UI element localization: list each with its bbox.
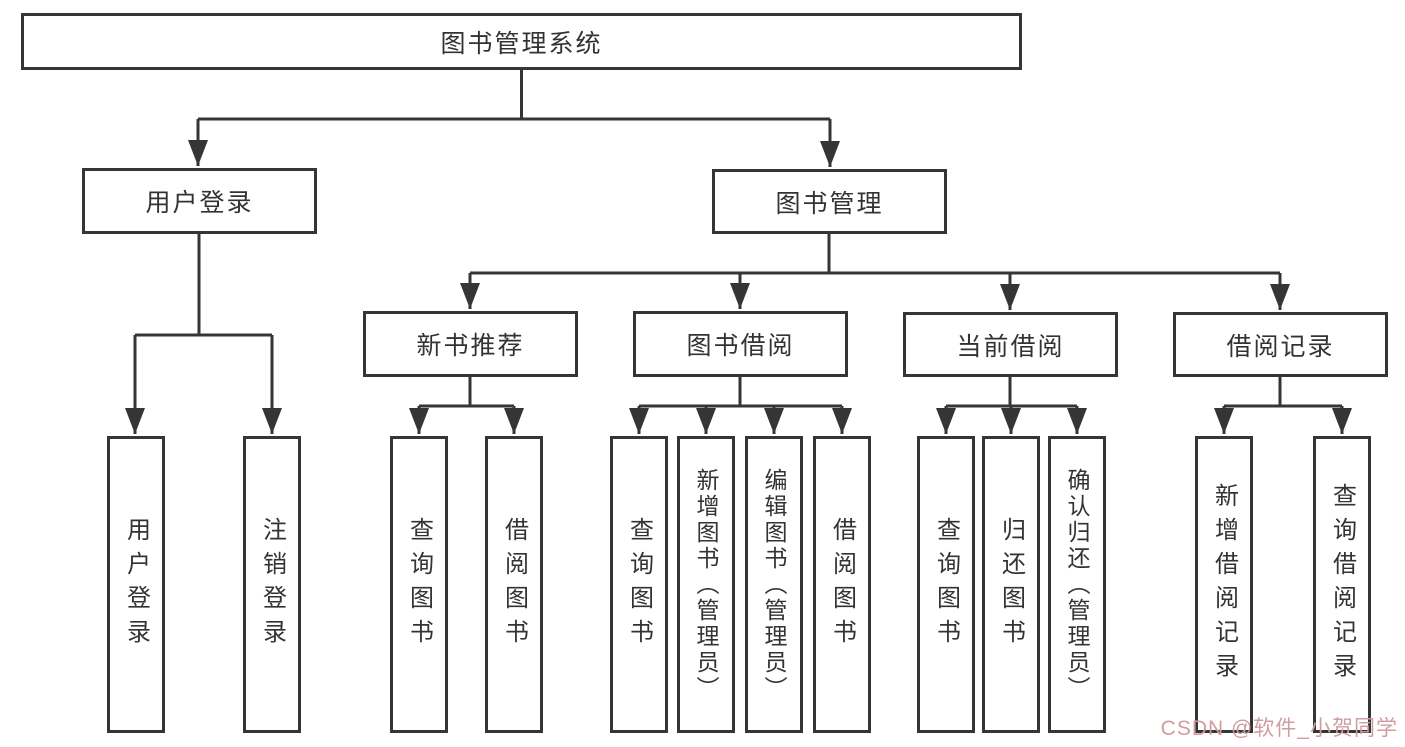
- leaf-br-query-label: 查询借阅记录: [1328, 482, 1356, 687]
- node-user-login-label: 用户登录: [145, 189, 254, 217]
- node-book-management-label: 图书管理: [775, 189, 884, 218]
- leaf-nb-borrow-label: 借阅图书: [500, 516, 528, 653]
- connector-new-book-split: [419, 377, 514, 408]
- leaf-current-confirm-return-admin: 确认归还（管理员）: [1048, 436, 1106, 733]
- leaf-current-query-books: 查询图书: [917, 436, 975, 733]
- leaf-newbook-query-books: 查询图书: [390, 436, 448, 733]
- connector-book-borrow-split: [639, 377, 842, 408]
- leaf-borrowing-borrow-books: 借阅图书: [813, 436, 871, 733]
- node-new-book-label: 新书推荐: [416, 332, 525, 360]
- node-root-label: 图书管理系统: [440, 29, 603, 58]
- leaf-nb-query-label: 查询图书: [405, 516, 433, 653]
- watermark-text: CSDN @软件_小贺同学: [1160, 717, 1398, 740]
- connector-book-management-split: [470, 233, 1280, 275]
- leaf-br-add-label: 新增借阅记录: [1210, 482, 1238, 687]
- leaf-bb-query-label: 查询图书: [625, 516, 653, 653]
- leaf-user-login: 用户登录: [107, 436, 165, 733]
- leaf-logout: 注销登录: [243, 436, 301, 733]
- leaf-records-add-borrow-record: 新增借阅记录: [1195, 436, 1253, 733]
- leaf-records-query-borrow-record: 查询借阅记录: [1313, 436, 1371, 733]
- node-new-book-recommendation: 新书推荐: [363, 311, 578, 377]
- leaf-cb-query-label: 查询图书: [932, 516, 960, 653]
- leaf-borrowing-query-books: 查询图书: [610, 436, 668, 733]
- node-book-management: 图书管理: [712, 169, 947, 234]
- connector-user-login-split: [135, 233, 272, 337]
- leaf-cb-return-label: 归还图书: [997, 516, 1025, 653]
- node-book-borrow-label: 图书借阅: [686, 332, 795, 360]
- leaf-borrowing-edit-books-admin: 编辑图书（管理员）: [745, 436, 803, 733]
- node-user-login: 用户登录: [82, 168, 317, 234]
- node-borrow-record-label: 借阅记录: [1226, 332, 1335, 361]
- connector-root-split: [198, 67, 830, 121]
- leaf-bb-borrow-label: 借阅图书: [828, 516, 856, 653]
- leaf-user-login-label: 用户登录: [122, 516, 150, 653]
- leaf-cb-confirm-label: 确认归还（管理员）: [1064, 467, 1090, 702]
- node-borrowing-records: 借阅记录: [1173, 312, 1388, 377]
- connector-borrow-record-split: [1224, 377, 1342, 408]
- node-current-borrowing: 当前借阅: [903, 312, 1118, 377]
- leaf-newbook-borrow-books: 借阅图书: [485, 436, 543, 733]
- leaf-current-return-books: 归还图书: [982, 436, 1040, 733]
- leaf-borrowing-add-books-admin: 新增图书（管理员）: [677, 436, 735, 733]
- leaf-bb-edit-label: 编辑图书（管理员）: [761, 467, 787, 702]
- leaf-logout-label: 注销登录: [258, 516, 286, 653]
- node-book-borrowing: 图书借阅: [633, 311, 848, 377]
- leaf-bb-add-label: 新增图书（管理员）: [693, 467, 719, 702]
- node-root: 图书管理系统: [21, 13, 1022, 70]
- connector-current-borrow-split: [946, 377, 1077, 408]
- node-current-borrow-label: 当前借阅: [956, 332, 1065, 361]
